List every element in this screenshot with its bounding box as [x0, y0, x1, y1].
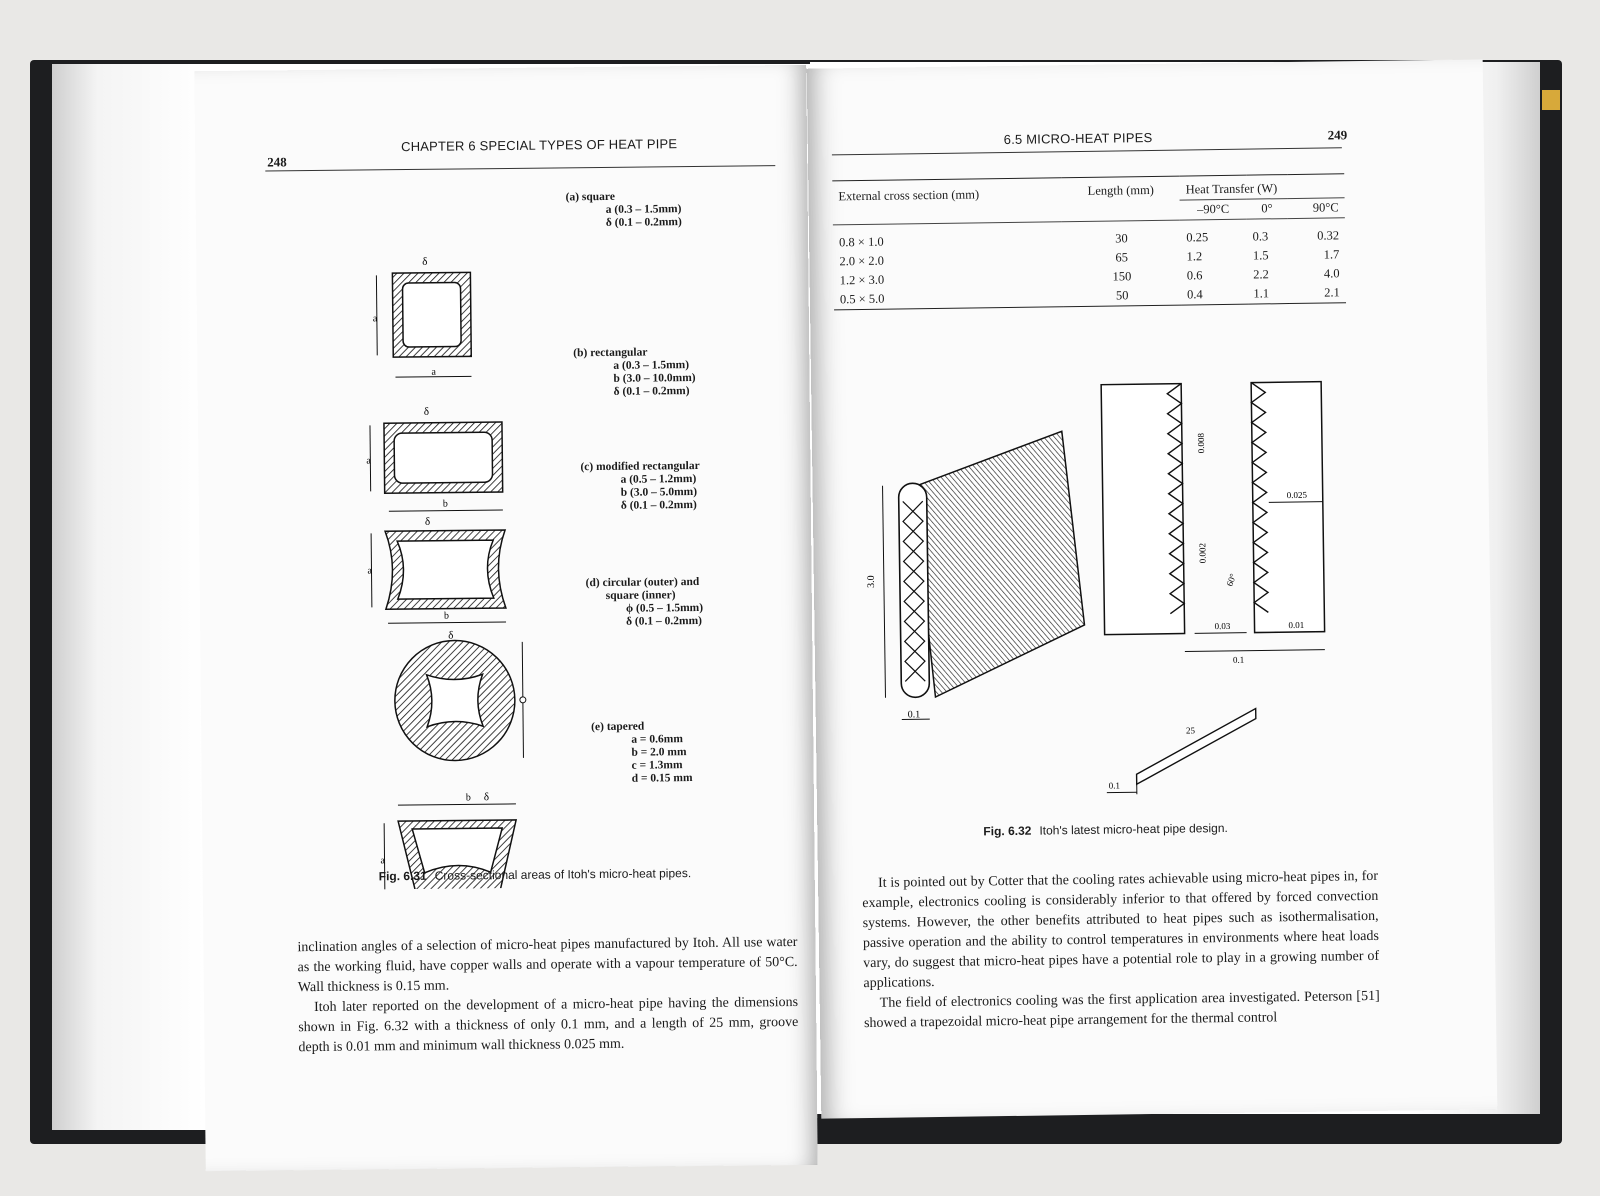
svg-text:a: a [366, 455, 371, 466]
svg-text:δ: δ [425, 516, 430, 528]
rectangular-cross-section: a b δ [366, 406, 504, 512]
thin-plate: 25 0.1 [1106, 707, 1257, 795]
svg-text:0.03: 0.03 [1214, 621, 1230, 631]
page-number: 248 [267, 154, 287, 170]
left-page: 248 CHAPTER 6 SPECIAL TYPES OF HEAT PIPE… [194, 64, 818, 1172]
svg-text:0.01: 0.01 [1288, 620, 1304, 630]
svg-text:b: b [444, 611, 449, 622]
tapered-cross-section: b a C δ [380, 791, 518, 892]
col-length: Length (mm) [1087, 182, 1155, 198]
groove-detail: 0.008 0.002 60° 0.025 0.03 0.01 0.1 [1100, 380, 1326, 665]
svg-text:0.1: 0.1 [1109, 780, 1120, 790]
right-page: 249 6.5 MICRO-HEAT PIPES External cross … [806, 59, 1498, 1119]
col-zero: 0° [1261, 201, 1273, 216]
svg-text:a: a [431, 367, 436, 378]
figure-6-31-drawing: a a δ a b δ a b δ [366, 256, 527, 892]
svg-text:0.002: 0.002 [1197, 543, 1207, 563]
svg-text:b: b [466, 792, 471, 803]
col-plus-90: 90°C [1312, 200, 1339, 215]
running-head: 6.5 MICRO-HEAT PIPES [1003, 129, 1153, 148]
page-number: 249 [1327, 127, 1348, 143]
svg-text:δ: δ [448, 630, 453, 642]
bookmark-ribbon [1542, 90, 1560, 110]
label-circular: (d) circular (outer) and square (inner) … [585, 575, 704, 628]
svg-text:0.008: 0.008 [1196, 432, 1206, 453]
svg-text:a: a [367, 565, 372, 576]
col-cross-section: External cross section (mm) [838, 187, 980, 204]
label-modified-rectangular: (c) modified rectangular a (0.5 – 1.2mm)… [580, 459, 700, 512]
svg-text:0.1: 0.1 [1233, 655, 1244, 665]
svg-text:0.025: 0.025 [1287, 490, 1308, 500]
heat-transfer-table: External cross section (mm) Length (mm) … [832, 173, 1347, 310]
label-square: (a) square a (0.3 – 1.5mm) δ (0.1 – 0.2m… [565, 190, 682, 229]
svg-text:25: 25 [1186, 725, 1196, 735]
figure-6-32-drawing: 3.0 0.1 0.008 0.002 60° 0.025 0.03 0.01 … [866, 380, 1326, 795]
label-rectangular: (b) rectangular a (0.3 – 1.5mm) b (3.0 –… [573, 346, 696, 398]
svg-text:δ: δ [484, 791, 489, 803]
col-heat-transfer: Heat Transfer (W) [1179, 173, 1345, 201]
left-body-text: inclination angles of a selection of mic… [297, 934, 799, 1056]
heat-pipe-plate: 3.0 0.1 [866, 430, 1086, 720]
label-tapered: (e) tapered a = 0.6mm b = 2.0 mm c = 1.3… [591, 720, 693, 785]
svg-text:a: a [373, 313, 378, 324]
running-head: CHAPTER 6 SPECIAL TYPES OF HEAT PIPE [400, 136, 678, 155]
svg-text:3.0: 3.0 [866, 575, 877, 588]
svg-text:b: b [443, 499, 448, 510]
col-minus-90: –90°C [1196, 201, 1230, 217]
right-body-text: It is pointed out by Cotter that the coo… [862, 868, 1380, 1032]
svg-text:60°: 60° [1224, 572, 1238, 588]
svg-text:a: a [380, 855, 385, 866]
svg-text:0.1: 0.1 [908, 709, 921, 720]
square-cross-section: a a δ [373, 256, 473, 378]
svg-text:δ: δ [422, 256, 427, 268]
header-rule [831, 147, 1342, 156]
modified-rectangular-cross-section: a b δ [367, 516, 507, 624]
circular-cross-section: δ [394, 630, 527, 762]
svg-text:δ: δ [424, 406, 429, 418]
